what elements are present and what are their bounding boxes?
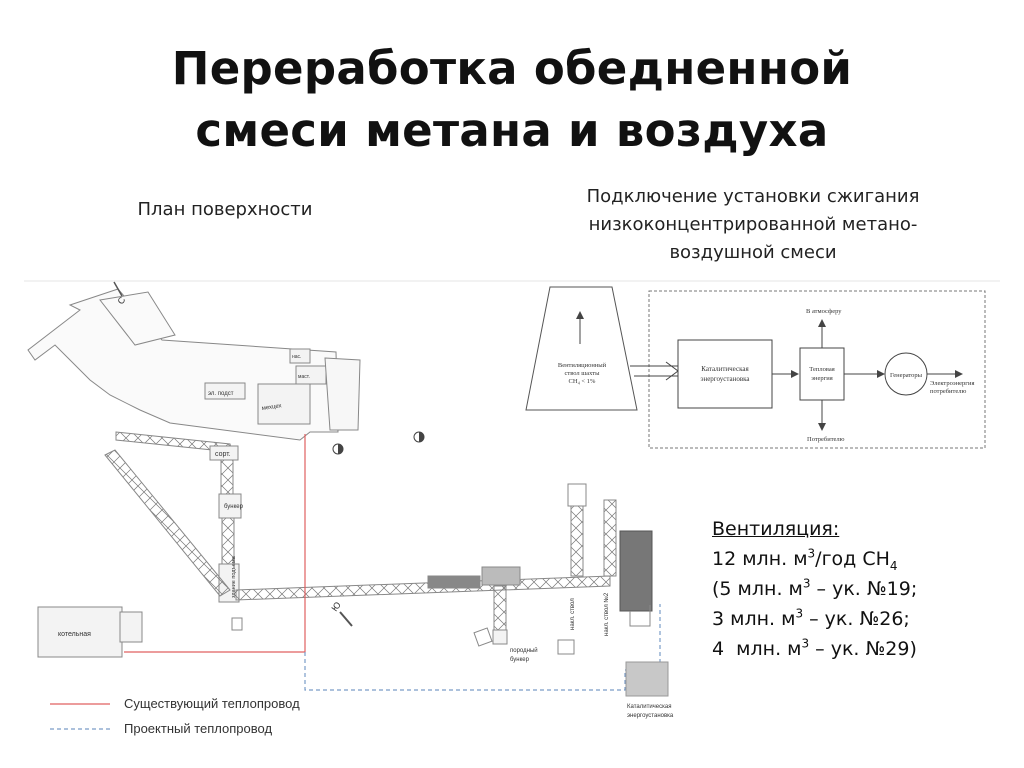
label-workshop: мехцех xyxy=(261,403,282,412)
label-mast: маст. xyxy=(298,374,310,380)
annex-building xyxy=(324,357,361,431)
label-lift: здание подъема xyxy=(231,555,237,598)
gallery-dark-section xyxy=(427,575,481,589)
conveyor-vertical xyxy=(220,459,234,497)
label-shaft1: накл. ствол xyxy=(570,598,576,630)
scheme-heat-label-1: Тепловая xyxy=(809,366,834,373)
title-line-2: смеси метана и воздуха xyxy=(195,104,829,157)
label-rock-bunker-2: бункер xyxy=(510,657,530,663)
ventilation-block: Вентиляция: 12 млн. м3/год CH4 (5 млн. м… xyxy=(712,514,917,664)
label-catalytic-plan-2: энергоустановка xyxy=(627,713,674,719)
shaft1-conveyor xyxy=(570,505,584,577)
marker-circle-2-fill xyxy=(419,432,424,442)
compass-north-arrow xyxy=(113,281,123,297)
label-consumer: Потребителю xyxy=(807,436,845,443)
substation-block xyxy=(204,382,246,400)
plan-label-group: сорт. бункер здание подъема котельная эл… xyxy=(58,295,674,719)
shaft-label-2: ствол шахты xyxy=(565,370,601,377)
label-rock-bunker-1: породный xyxy=(510,647,538,654)
label-bunker: бункер xyxy=(224,504,244,510)
ventilation-shaft xyxy=(525,286,638,411)
ventilation-line-29: 4 млн. м3 – ук. №29) xyxy=(712,636,917,660)
shaft-label-3: CH₄ < 1% xyxy=(569,378,596,385)
shaft2-conveyor xyxy=(603,499,617,577)
legend-existing-label: Существующий теплопровод xyxy=(124,696,300,711)
label-catalytic-plan-1: Каталитическая xyxy=(627,704,671,710)
shaft1-box xyxy=(567,483,587,507)
existing-heat-pipeline xyxy=(124,434,306,653)
scheme-heat-label-2: энергия xyxy=(811,375,833,382)
rock-conveyor xyxy=(493,585,507,633)
shaft-label-1: Вентиляционный xyxy=(558,362,607,369)
rock-bunker-small-1 xyxy=(473,627,493,647)
workshop-block xyxy=(257,383,311,425)
label-nas: нас. xyxy=(292,354,301,360)
legend-planned-label: Проектный теплопровод xyxy=(124,721,272,736)
ventilation-heading: Вентиляция: xyxy=(712,518,840,540)
legend: Существующий теплопровод Проектный тепло… xyxy=(50,696,300,736)
caption-connection: Подключение установки сжигания низкоконц… xyxy=(548,183,958,267)
label-sort: сорт. xyxy=(215,451,231,458)
rock-bunker-small-2 xyxy=(557,639,575,655)
ventilation-line-19: (5 млн. м3 – ук. №19; xyxy=(712,576,918,600)
label-shaft2: накл. ствол №2 xyxy=(603,592,610,636)
unit-enclosure xyxy=(648,290,986,449)
caption-connection-line-1: Подключение установки сжигания xyxy=(586,186,920,207)
caption-surface-plan: План поверхности xyxy=(137,199,313,220)
scheme-catalytic-label-2: энергоустановка xyxy=(700,375,750,383)
ventilation-line-26: 3 млн. м3 – ук. №26; xyxy=(712,606,910,630)
label-atmosphere: В атмосферу xyxy=(806,308,842,315)
building-wing xyxy=(99,291,176,346)
slide-title: Переработка обедненной смеси метана и во… xyxy=(0,38,1024,162)
shaft2-link xyxy=(629,605,651,627)
compass-south-arrow xyxy=(339,611,353,627)
label-electric-1: Электроэнергия xyxy=(930,380,974,387)
caption-connection-line-3: воздушной смеси xyxy=(669,242,837,263)
title-line-1: Переработка обедненной xyxy=(171,42,853,95)
label-boiler: котельная xyxy=(58,631,91,638)
label-compass-s: С xyxy=(115,295,127,306)
marker-circle-1-fill xyxy=(338,444,343,454)
diagonal-conveyor xyxy=(104,449,231,597)
surface-plan xyxy=(27,281,653,658)
label-electric-2: потребителю xyxy=(930,388,966,395)
scheme-catalytic-box xyxy=(677,339,773,409)
ventilation-line-total: 12 млн. м3/год CH4 xyxy=(712,546,898,573)
boiler-house xyxy=(37,606,123,658)
shaft2-building xyxy=(619,530,653,612)
scheme-heat-box xyxy=(799,347,845,401)
label-substation: эл. подст xyxy=(208,391,234,397)
scheme-generator-label: Генераторы xyxy=(890,372,923,379)
nas-block xyxy=(289,348,311,364)
rock-bunker xyxy=(492,629,508,645)
boiler-small-block xyxy=(231,617,243,631)
scheme-catalytic-label-1: Каталитическая xyxy=(701,365,749,373)
horizontal-gallery xyxy=(235,575,611,601)
label-compass-yu: Ю xyxy=(329,600,342,613)
caption-connection-line-2: низкоконцентрированной метано- xyxy=(588,214,918,235)
boiler-annex xyxy=(119,611,143,643)
planned-heat-pipeline xyxy=(304,604,661,691)
mix-pipe-head xyxy=(665,361,679,381)
connection-scheme: Вентиляционный ствол шахты CH₄ < 1% Ката… xyxy=(525,286,986,449)
catalytic-unit-plan xyxy=(625,661,669,697)
gallery-grey-section xyxy=(481,566,521,586)
marker-circles xyxy=(332,431,425,455)
